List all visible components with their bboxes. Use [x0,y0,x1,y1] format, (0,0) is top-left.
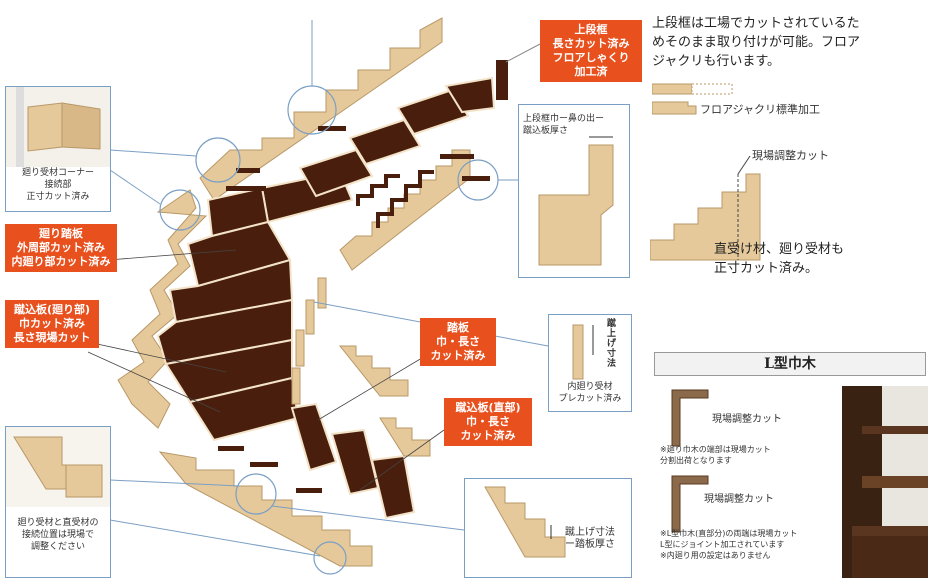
top-frame-detail-drawing [538,136,614,266]
intro-text: 上段框は工場でカットされているた めそのまま取り付けが可能。フロア ジャクリも行… [652,16,861,69]
floor-groove-label: フロアジャクリ標準加工 [700,103,821,116]
top-frame-detail-box: 上段框巾ー鼻の出ー 蹴込板厚さ [518,104,630,278]
baseboard-cut-label-1: 現場調整カット [712,414,782,425]
site-cut-label: 現場調整カット [752,149,829,162]
outer-stringer-lower [158,451,373,567]
l-baseboard-title: L型巾木 [654,352,926,376]
baseboard-drawing-2 [671,475,709,533]
tag-leaders [87,249,445,491]
straight-riser-tag: 蹴込板(直部) 巾・長さ カット済み [444,398,532,446]
joint-position-photo [6,427,110,507]
inner-stringer-curved [291,277,327,405]
baseboard-drawing-1 [671,389,709,447]
top-frame-detail-caption: 上段框巾ー鼻の出ー 蹴込板厚さ [523,114,605,136]
upper-bracket-pieces [356,170,434,228]
corner-joint-detail-box: 廻り受材コーナー 接続部 正寸カット済み [5,86,111,212]
top-frame-tag: 上段框 長さカット済み フロアしゃくり 加工済 [540,20,642,82]
riser-strips [204,126,490,493]
lower-treads [290,402,416,520]
top-frame [496,60,508,100]
bottom-detail-box: 蹴上げ寸法 ー踏板厚さ [464,478,632,578]
bottom-detail-drawing [484,486,566,558]
stringer-cut-drawing [650,155,761,261]
joint-position-detail-box: 廻り受材と直受材の 接続位置は現場で 調整ください [5,426,111,578]
inner-stringer-detail-box: 蹴 上 げ 寸 法 内廻り受材 プレカット済み [548,314,632,412]
stair-photo [842,386,928,578]
winder-treads [156,170,354,442]
corner-joint-photo [6,87,110,167]
corner-joint-caption: 廻り受材コーナー 接続部 正寸カット済み [21,168,94,202]
outer-stringer-left [117,189,208,429]
baseboard-cut-label-2: 現場調整カット [704,494,774,505]
rise-dimension-label: 蹴 上 げ 寸 法 [607,319,617,369]
stringer-note: 直受け材、廻り受材も 正寸カット済み。 [714,242,845,276]
mid-stringer-pieces [338,345,431,457]
baseboard-note-1: ※廻り巾木の端部は現場カット 分割出荷となります [660,445,771,465]
upper-treads [298,76,496,198]
corner-tread-tag: 廻り踏板 外周部カット済み 内廻り部カット済み [5,224,117,272]
inner-stringer-caption: 内廻り受材 プレカット済み [558,382,622,404]
floor-groove-drawing [652,83,733,115]
tread-tag: 踏板 巾・長さ カット済み [420,318,496,366]
inner-stringer-drawing [572,324,594,380]
joint-position-caption: 廻り受材と直受材の 接続位置は現場で 調整ください [17,518,99,552]
outer-stringer-upper [199,17,443,201]
baseboard-note-2: ※L型巾木(直部分)の両端は現場カット L型にジョイント加工されています ※内廻… [660,529,798,560]
bottom-dimension-label: 蹴上げ寸法 ー踏板厚さ [565,527,615,550]
curved-riser-tag: 蹴込板(廻り部) 巾カット済み 長さ現場カット [5,300,99,348]
